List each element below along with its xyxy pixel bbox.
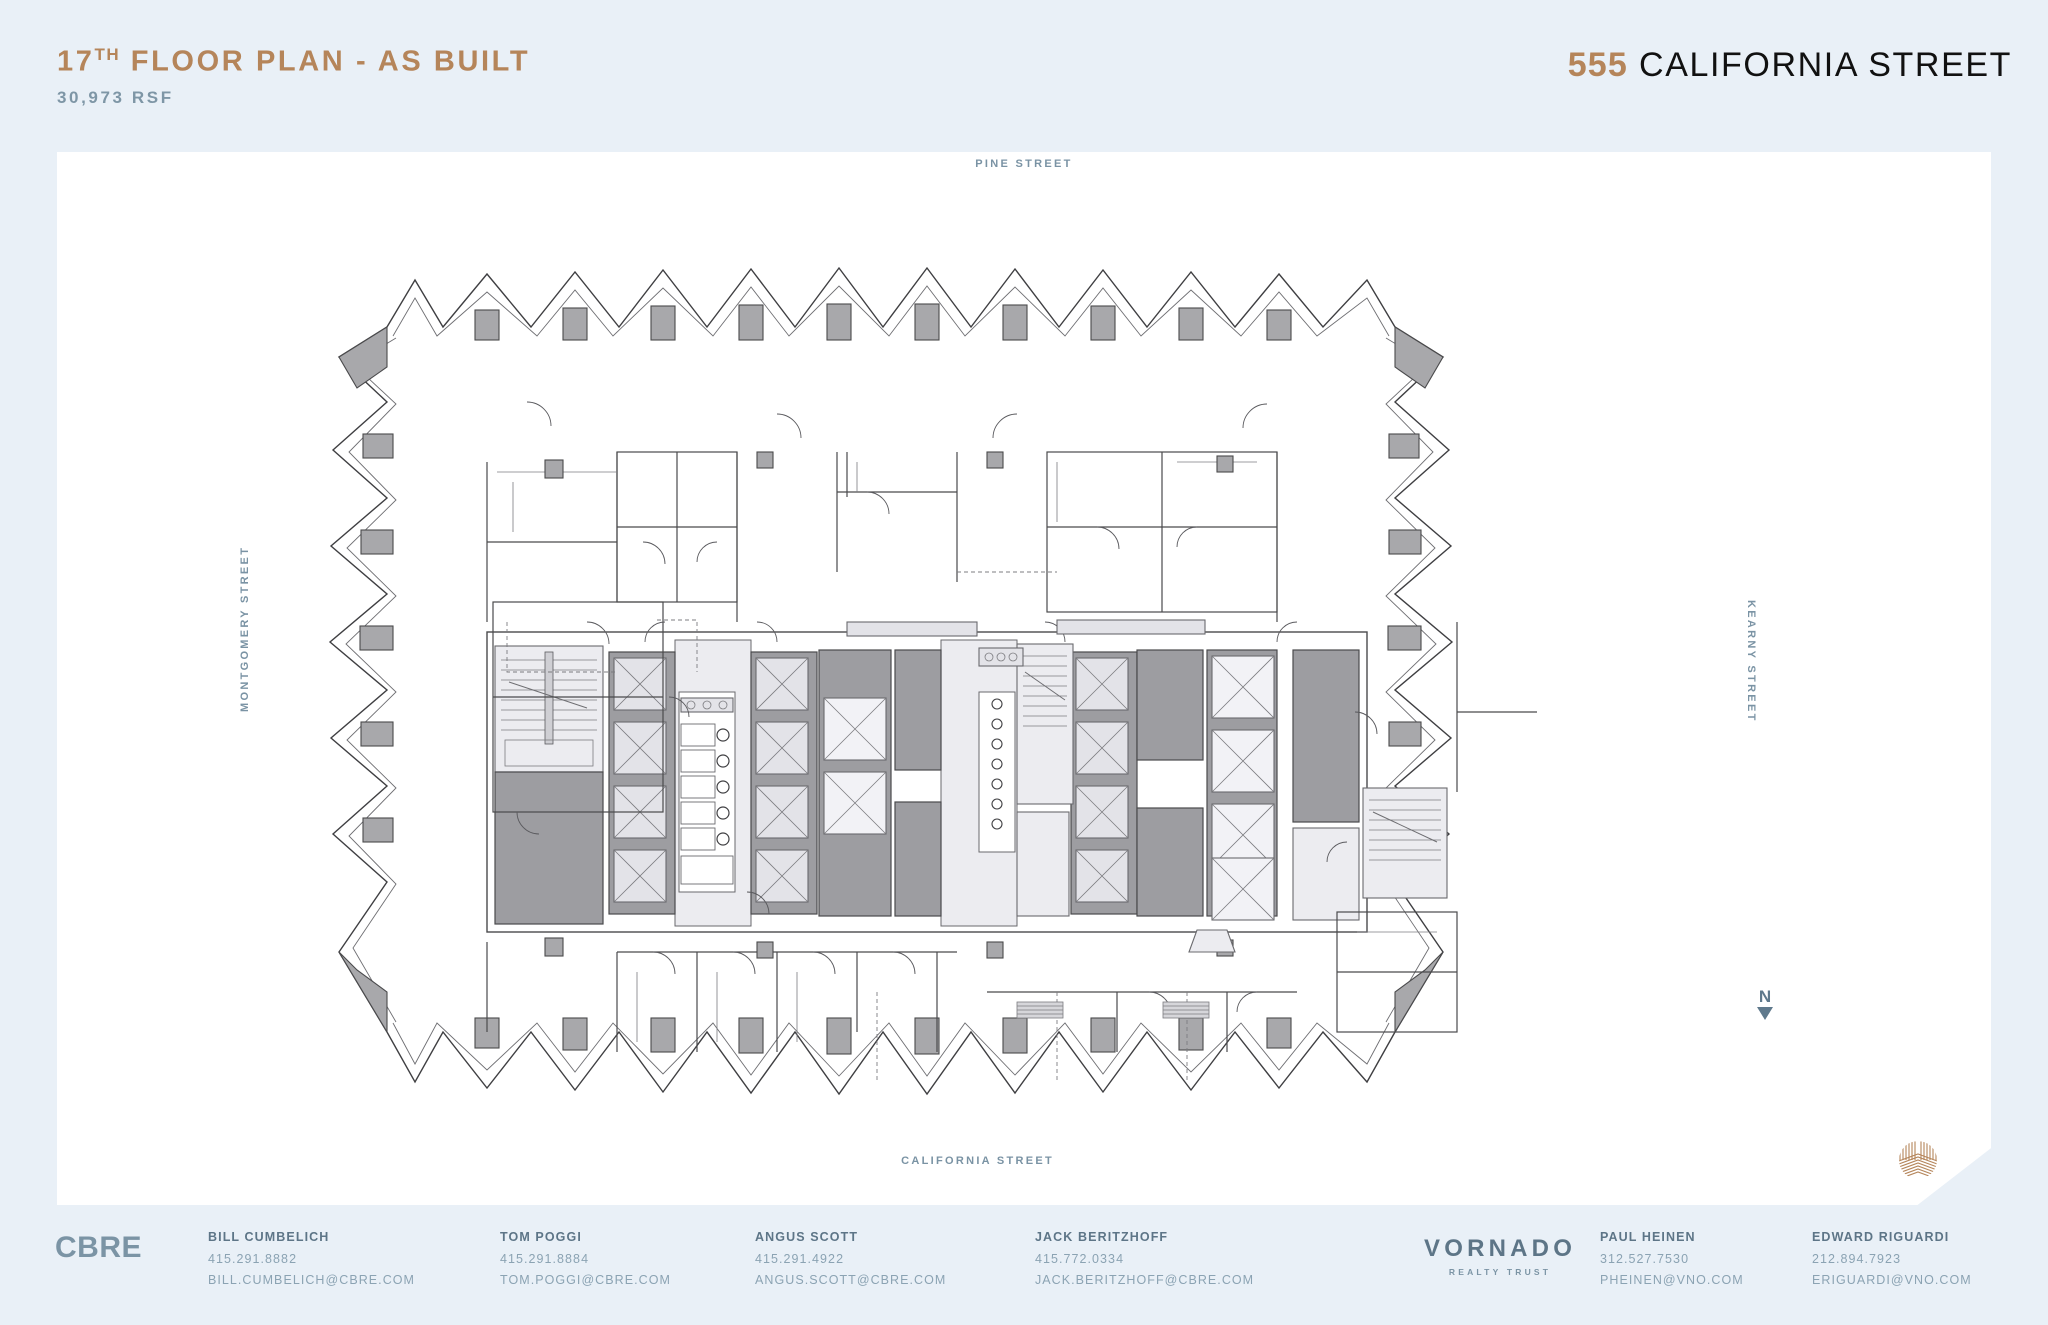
- contact-email[interactable]: ANGUS.SCOTT@CBRE.COM: [755, 1273, 947, 1287]
- contact-name: TOM POGGI: [500, 1230, 582, 1244]
- contact-name: PAUL HEINEN: [1600, 1230, 1696, 1244]
- contact-name: BILL CUMBELICH: [208, 1230, 330, 1244]
- page-footer: CBRE BILL CUMBELICH 415.291.8882 BILL.CU…: [0, 1205, 2048, 1325]
- contact-email[interactable]: BILL.CUMBELICH@CBRE.COM: [208, 1273, 416, 1287]
- brand-name: CALIFORNIA STREET: [1628, 46, 2012, 84]
- floor-ordinal: TH: [94, 45, 121, 64]
- contact-card: EDWARD RIGUARDI 212.894.7923 ERIGUARDI@V…: [1812, 1227, 1972, 1292]
- brand-number: 555: [1567, 46, 1629, 84]
- page-header: 17TH FLOOR PLAN - AS BUILT 30,973 RSF 55…: [0, 0, 2048, 150]
- contact-card: PAUL HEINEN 312.527.7530 PHEINEN@VNO.COM: [1600, 1227, 1744, 1292]
- contact-phone[interactable]: 312.527.7530: [1600, 1251, 1690, 1266]
- street-label-pine: PINE STREET: [975, 158, 1073, 170]
- vornado-name: VORNADO: [1424, 1235, 1577, 1262]
- street-label-california: CALIFORNIA STREET: [901, 1155, 1055, 1167]
- contact-phone[interactable]: 415.291.8884: [500, 1251, 590, 1266]
- contact-phone[interactable]: 415.772.0334: [1035, 1251, 1125, 1266]
- contact-email[interactable]: ERIGUARDI@VNO.COM: [1812, 1273, 1972, 1287]
- floor-number: 17: [57, 45, 95, 78]
- contact-email[interactable]: TOM.POGGI@CBRE.COM: [500, 1273, 671, 1287]
- cbre-logo: CBRE: [55, 1231, 143, 1264]
- contact-phone[interactable]: 212.894.7923: [1812, 1251, 1902, 1266]
- contact-card: ANGUS SCOTT 415.291.4922 ANGUS.SCOTT@CBR…: [755, 1227, 946, 1292]
- contact-card: JACK BERITZHOFF 415.772.0334 JACK.BERITZ…: [1035, 1227, 1254, 1292]
- title-block: 17TH FLOOR PLAN - AS BUILT 30,973 RSF: [57, 46, 530, 108]
- floor-plan-drawing: .w { fill:#a8a8ab; stroke:#4a4a4c; strok…: [328, 266, 1537, 1096]
- contact-name: ANGUS SCOTT: [755, 1230, 859, 1244]
- vornado-tagline: REALTY TRUST: [1448, 1267, 1552, 1277]
- building-medallion-icon: [1898, 1140, 1938, 1180]
- street-label-montgomery: MONTGOMERY STREET: [239, 545, 251, 712]
- north-indicator: N: [1757, 988, 1773, 1020]
- north-label: N: [1758, 987, 1772, 1006]
- title-rest: FLOOR PLAN - AS BUILT: [120, 45, 531, 78]
- contact-name: EDWARD RIGUARDI: [1812, 1230, 1950, 1244]
- building-brand: 555 CALIFORNIA STREET: [1568, 48, 2012, 82]
- contact-phone[interactable]: 415.291.4922: [755, 1251, 845, 1266]
- contact-phone[interactable]: 415.291.8882: [208, 1251, 298, 1266]
- contact-name: JACK BERITZHOFF: [1035, 1230, 1169, 1244]
- north-arrow-icon: [1757, 1007, 1773, 1020]
- contact-card: TOM POGGI 415.291.8884 TOM.POGGI@CBRE.CO…: [500, 1227, 671, 1292]
- page-title: 17TH FLOOR PLAN - AS BUILT: [57, 46, 530, 77]
- floor-plan-panel: .w { fill:#a8a8ab; stroke:#4a4a4c; strok…: [57, 152, 1991, 1205]
- street-label-kearny: KEARNY STREET: [1745, 600, 1757, 723]
- rsf-subtitle: 30,973 RSF: [57, 87, 174, 107]
- contact-email[interactable]: PHEINEN@VNO.COM: [1600, 1273, 1744, 1287]
- contact-card: BILL CUMBELICH 415.291.8882 BILL.CUMBELI…: [208, 1227, 415, 1292]
- vornado-logo: VORNADO REALTY TRUST: [1424, 1235, 1576, 1277]
- contact-email[interactable]: JACK.BERITZHOFF@CBRE.COM: [1035, 1273, 1255, 1287]
